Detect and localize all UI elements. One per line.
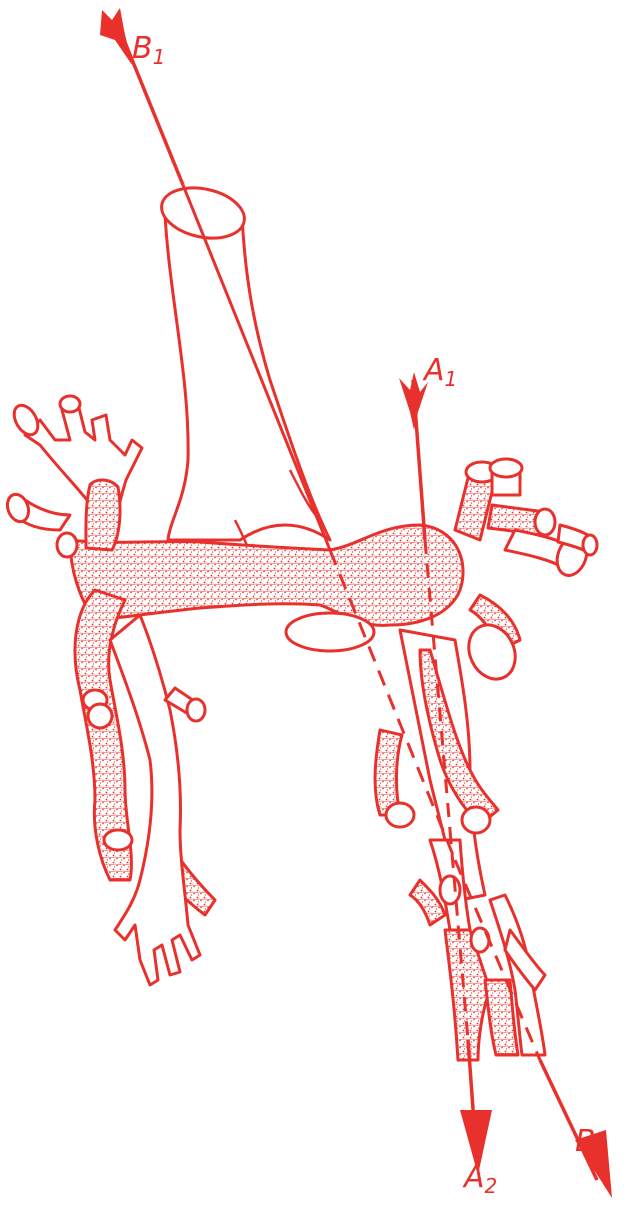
right-upper-branches [455, 459, 597, 580]
label-b1-subscript: 1 [153, 45, 166, 69]
label-b1: B1 [132, 34, 165, 67]
right-terminal-branches [410, 876, 545, 1060]
label-a1-letter: A [424, 353, 445, 388]
label-b2: B2 [575, 1127, 608, 1160]
left-upper-branches [4, 396, 142, 557]
label-a2-subscript: 2 [485, 1174, 498, 1198]
label-b1-letter: B [132, 31, 153, 66]
label-a2: A2 [464, 1163, 497, 1196]
label-b2-letter: B [575, 1124, 596, 1159]
label-a1: A1 [424, 356, 457, 389]
label-a2-letter: A [464, 1160, 485, 1195]
label-b2-subscript: 2 [596, 1138, 609, 1162]
label-a1-subscript: 1 [445, 367, 458, 391]
upper-trunk [157, 181, 330, 548]
arrow-b1-fletching [100, 8, 132, 65]
